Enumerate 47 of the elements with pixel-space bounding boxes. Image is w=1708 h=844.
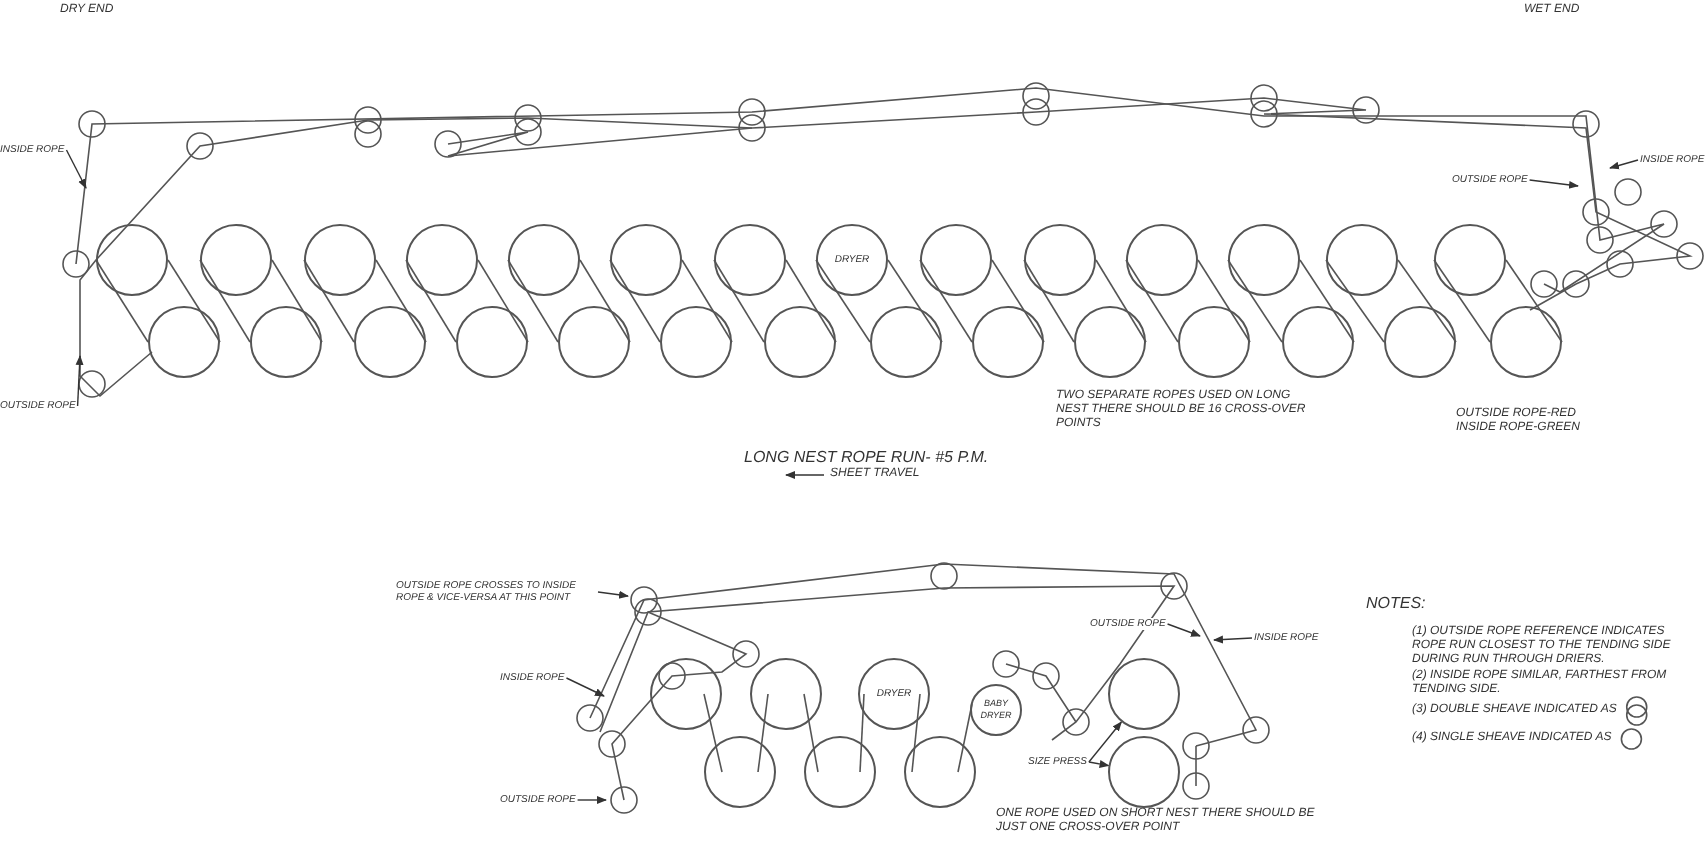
dryer-cylinder (406, 224, 478, 296)
leader-line (565, 677, 605, 697)
leader-line (576, 796, 607, 804)
dryer-cylinder (304, 224, 376, 296)
dryer-cylinder (1024, 224, 1096, 296)
dryer-cylinder (250, 306, 322, 378)
leader-line (1528, 179, 1579, 189)
dryer-cylinder (1326, 224, 1398, 296)
dryer-cylinder (704, 736, 776, 808)
dryer-cylinder (750, 658, 822, 730)
dryer-cylinder (804, 736, 876, 808)
dryer-cylinder (200, 224, 272, 296)
dryer-cylinder (1282, 306, 1354, 378)
dryer-cylinder (1178, 306, 1250, 378)
dryer-cylinder (920, 224, 992, 296)
dryer-cylinder (870, 306, 942, 378)
leader-line (75, 355, 84, 407)
leader-line (65, 149, 87, 189)
dryer-cylinder (1126, 224, 1198, 296)
dryer-cylinder (1228, 224, 1300, 296)
dryer-cylinder (96, 224, 168, 296)
dryer-cylinder (148, 306, 220, 378)
dryer-cylinder (1434, 224, 1506, 296)
leader-line (597, 590, 629, 599)
notes-heading: NOTES: (1366, 594, 1426, 614)
dryer-cylinder (354, 306, 426, 378)
dryer-cylinder (660, 306, 732, 378)
press-roll (1108, 658, 1180, 730)
dryer-cylinder (650, 658, 722, 730)
dryer-cylinder (1490, 306, 1562, 378)
dryer-cylinder (610, 224, 682, 296)
dryer-cylinder (1074, 306, 1146, 378)
press-roll (1108, 736, 1180, 808)
diagram-title: LONG NEST ROPE RUN- #5 P.M. (744, 448, 989, 467)
leader-line (1213, 635, 1253, 644)
leader-line (1609, 159, 1639, 170)
dryer-cylinder (508, 224, 580, 296)
dryer-cylinder (558, 306, 630, 378)
leader-line (1088, 760, 1110, 768)
dryer-cylinder (1384, 306, 1456, 378)
dryer-cylinder (764, 306, 836, 378)
dryer-cylinder (904, 736, 976, 808)
dryer-cylinder (972, 306, 1044, 378)
leader-line (1088, 721, 1123, 763)
dryer-cylinder (714, 224, 786, 296)
dryer-cylinder (456, 306, 528, 378)
leader-line (1166, 623, 1201, 637)
